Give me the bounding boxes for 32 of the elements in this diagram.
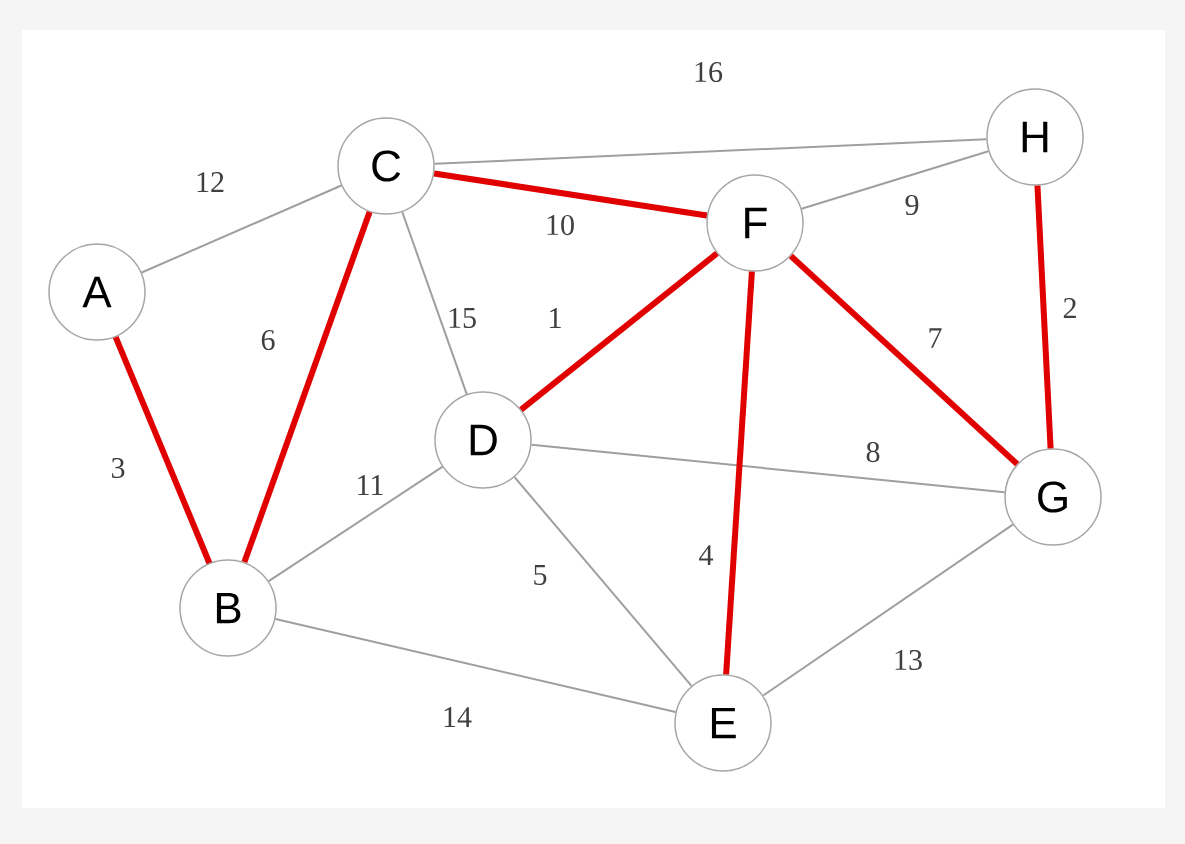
edge-line [433, 170, 708, 219]
edge-line [519, 251, 719, 412]
edge-line [433, 138, 988, 165]
edge-line [274, 618, 677, 713]
edge-label: 5 [534, 565, 547, 585]
edge-line [1034, 185, 1054, 449]
edge-line [513, 476, 693, 687]
edge-line [241, 210, 373, 564]
edge-label: 9 [905, 194, 919, 216]
edge-label: 7 [929, 328, 942, 348]
edge-label: 10 [547, 214, 574, 236]
edge-label: 3 [111, 457, 125, 479]
edge-label: 15 [449, 307, 476, 329]
edge-label: 2 [1063, 298, 1076, 318]
edge-label: 14 [444, 707, 472, 727]
edge-label: 4 [699, 545, 714, 565]
edge-label: 16 [695, 61, 723, 83]
edge-line [140, 184, 343, 274]
edge-line [723, 271, 755, 675]
edge-line [267, 465, 444, 583]
edge-line [788, 253, 1020, 467]
edge-label: 6 [261, 329, 275, 351]
edge-line [800, 150, 990, 210]
edge-label: 8 [866, 441, 880, 463]
edge-line [401, 210, 468, 396]
edge-line [530, 443, 1006, 494]
edge-line [762, 523, 1014, 697]
edge-label: 11 [358, 475, 383, 495]
edge-line [112, 335, 213, 565]
edge-label: 1 [550, 308, 561, 328]
edge-label: 12 [197, 172, 224, 192]
edge-label: 13 [895, 649, 922, 671]
